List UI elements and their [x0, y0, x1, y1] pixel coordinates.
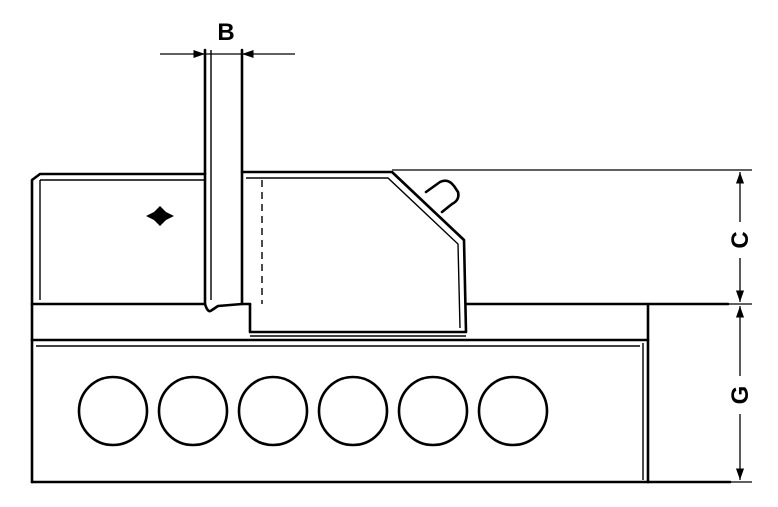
- dimension-c: C: [727, 172, 754, 302]
- fixed-jaw: [30, 172, 207, 306]
- base-block: [30, 302, 732, 484]
- adjusting-knob: [424, 179, 460, 214]
- movable-jaw: [240, 170, 468, 337]
- dimension-c-label: C: [727, 231, 754, 248]
- hole-4: [317, 375, 389, 447]
- dimension-g-label: G: [727, 386, 754, 405]
- hole-2: [157, 375, 229, 447]
- hole-6: [477, 375, 549, 447]
- jaw-insert: [203, 48, 244, 313]
- extension-lines: [392, 169, 752, 483]
- dimension-b-label: B: [217, 19, 234, 46]
- hole-3: [237, 375, 309, 447]
- hole-1: [77, 375, 149, 447]
- pivot-mark: [146, 206, 174, 226]
- dimension-b: B: [160, 19, 295, 59]
- holes-row: [77, 375, 549, 447]
- dimension-g: G: [727, 306, 754, 480]
- mid-plate: [30, 302, 730, 342]
- hole-5: [397, 375, 469, 447]
